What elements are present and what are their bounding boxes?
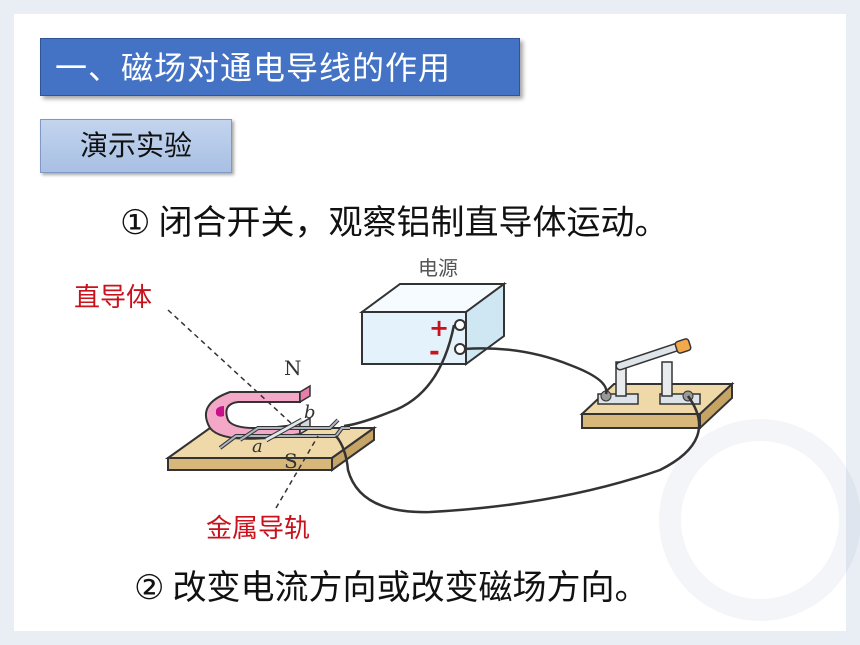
step-2-marker: ② xyxy=(134,568,165,608)
label-metal-rails: 金属导轨 xyxy=(206,514,311,544)
step-1-marker: ① xyxy=(120,203,151,243)
label-b: b xyxy=(304,402,316,423)
label-a: a xyxy=(252,436,263,457)
pointer-straight-conductor xyxy=(167,309,293,425)
step-1-text: 闭合开关，观察铝制直导体运动。 xyxy=(158,203,669,243)
power-supply: + - xyxy=(358,282,508,367)
step-2-text: 改变电流方向或改变磁场方向。 xyxy=(172,568,649,608)
label-s-pole: S xyxy=(284,449,298,473)
wire-negative xyxy=(463,347,608,395)
minus-sign: - xyxy=(429,337,440,367)
slide-title: 一、磁场对通电导线的作用 xyxy=(40,38,520,96)
plus-sign: + xyxy=(429,314,449,342)
watermark-icon xyxy=(659,419,860,621)
pointer-lines xyxy=(167,309,319,509)
rail-apparatus: N S a b xyxy=(164,356,378,473)
negative-terminal xyxy=(454,343,466,355)
wires xyxy=(335,324,701,514)
wire-positive xyxy=(343,324,456,428)
power-label: 电源 xyxy=(418,256,458,280)
label-n-pole: N xyxy=(284,356,302,380)
wire-return xyxy=(335,395,701,514)
label-straight-conductor: 直导体 xyxy=(74,283,153,313)
knife-switch xyxy=(579,338,735,431)
pointer-rails xyxy=(275,435,319,509)
demo-label: 演示实验 xyxy=(40,119,232,173)
positive-terminal xyxy=(454,319,466,331)
